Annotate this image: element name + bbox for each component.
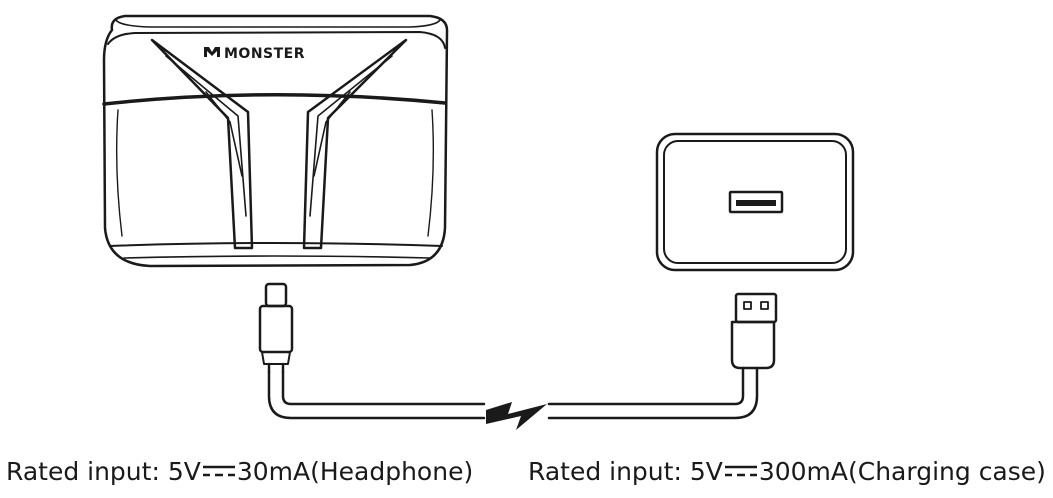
usb-c-connector-icon bbox=[258, 282, 294, 374]
charging-case-rated-input-value: 300mA(Charging case) bbox=[758, 457, 1046, 486]
dc-current-icon bbox=[724, 464, 758, 478]
usb-cable bbox=[267, 366, 759, 420]
brand-logo bbox=[204, 47, 220, 57]
dc-current-icon bbox=[202, 464, 236, 478]
wall-adapter-icon bbox=[655, 132, 855, 272]
headphone-rated-input-prefix: Rated input: 5V bbox=[6, 457, 201, 486]
case-left-ornament bbox=[150, 38, 254, 250]
brand-logo-text: MONSTER bbox=[224, 46, 305, 62]
usb-a-connector-icon bbox=[730, 292, 778, 370]
headphone-rated-input-caption: Rated input: 5V 30mA(Headphone) bbox=[6, 452, 473, 492]
monster-m-icon bbox=[204, 47, 220, 57]
headphone-rated-input-value: 30mA(Headphone) bbox=[236, 457, 474, 486]
charging-case bbox=[102, 14, 449, 268]
charging-case-rated-input-caption: Rated input: 5V 300mA(Charging case) bbox=[528, 452, 1046, 492]
case-right-ornament bbox=[302, 38, 408, 250]
cable-break-icon bbox=[486, 402, 547, 430]
charging-case-rated-input-prefix: Rated input: 5V bbox=[528, 457, 723, 486]
